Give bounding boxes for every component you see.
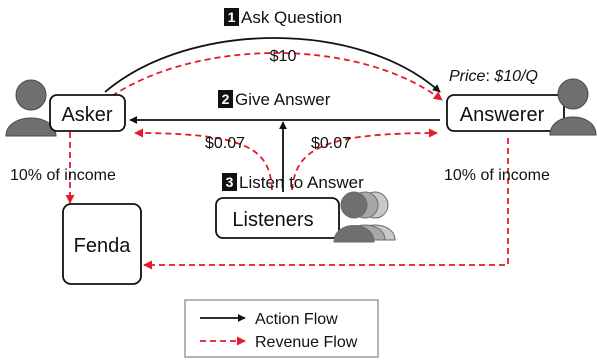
fenda-label: Fenda xyxy=(74,235,132,257)
listen-fee-answerer-label: $0.07 xyxy=(311,135,351,152)
answerer-node: Answerer xyxy=(446,78,597,136)
step-3-number: 3 xyxy=(226,174,234,190)
asker-income-share-label: 10% of income xyxy=(10,167,116,184)
step-3: 3 Listen to Answer xyxy=(222,173,364,192)
listeners-label: Listeners xyxy=(232,209,313,231)
fenda-node: Fenda xyxy=(62,203,142,285)
step-2-badge xyxy=(218,90,233,108)
step-1-label: Ask Question xyxy=(241,8,342,27)
answerer-person-icon xyxy=(549,78,597,136)
asker-person-icon xyxy=(5,79,57,137)
legend-box xyxy=(184,299,379,358)
ask-question-arrow xyxy=(104,37,441,93)
legend: Action Flow Revenue Flow xyxy=(184,299,379,358)
price-value: $10/Q xyxy=(493,68,538,85)
answerer-box xyxy=(446,94,565,132)
answerer-income-share-label: 10% of income xyxy=(444,167,550,184)
step-1: 1 Ask Question xyxy=(224,8,342,27)
answerer-commission-flow xyxy=(143,138,509,270)
answerer-label: Answerer xyxy=(460,104,545,126)
listeners-group-icon xyxy=(333,191,396,243)
listen-fee-to-asker-flow xyxy=(134,128,273,191)
step-1-number: 1 xyxy=(228,9,236,25)
question-fee-flow xyxy=(111,52,443,101)
step-2: 2 Give Answer xyxy=(218,90,331,109)
step-3-badge xyxy=(222,173,237,191)
asker-box xyxy=(49,94,126,132)
step-2-number: 2 xyxy=(222,91,230,107)
price-note: Price: $10/Q xyxy=(449,68,538,85)
asker-label: Asker xyxy=(61,104,112,126)
listen-fee-asker-label: $0.07 xyxy=(205,135,245,152)
legend-action-label: Action Flow xyxy=(255,311,338,328)
step-2-label: Give Answer xyxy=(235,90,331,109)
listen-fee-to-answerer-flow xyxy=(291,128,438,191)
step-1-badge xyxy=(224,8,239,26)
step-3-label: Listen to Answer xyxy=(239,173,364,192)
price-separator: : xyxy=(485,68,494,85)
price-label: Price xyxy=(449,68,486,85)
fenda-box xyxy=(62,203,142,285)
listeners-box xyxy=(215,197,340,239)
listeners-node: Listeners xyxy=(215,191,396,243)
question-fee-label: $10 xyxy=(270,48,297,65)
asker-node: Asker xyxy=(5,79,126,137)
legend-revenue-label: Revenue Flow xyxy=(255,334,358,351)
